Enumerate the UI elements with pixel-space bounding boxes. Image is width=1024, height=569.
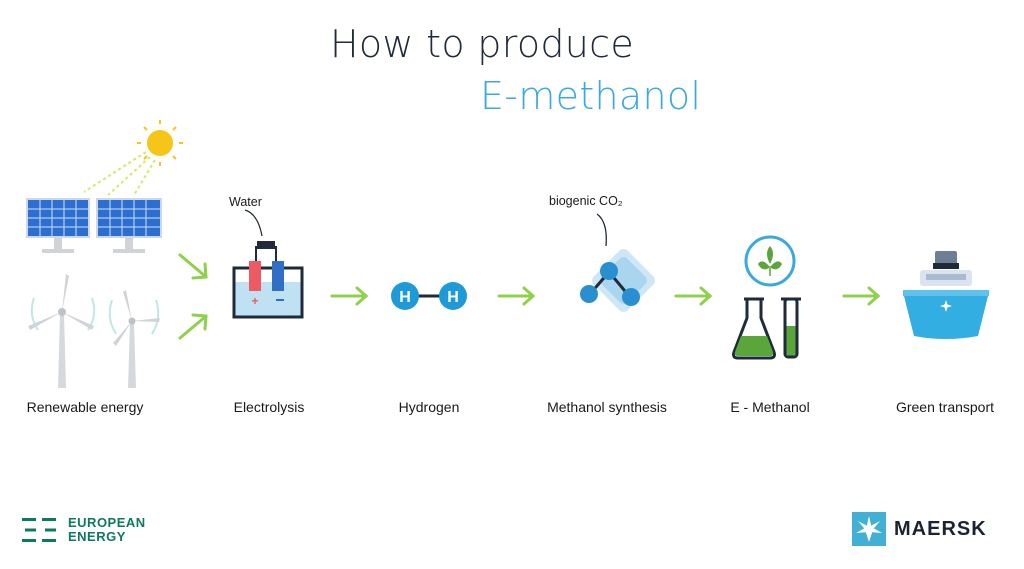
- arrow-icon: [330, 286, 369, 306]
- hydrogen-atom-label: H: [447, 289, 459, 306]
- wind-turbine-icon: [28, 274, 96, 388]
- solar-panel-icon: [96, 198, 162, 253]
- arrow-icon: [674, 286, 713, 306]
- arrow-icon: [497, 286, 536, 306]
- european-energy-logo: EUROPEAN ENERGY: [22, 516, 146, 544]
- sun-icon: [83, 120, 183, 196]
- page-subtitle: E-methanol: [480, 74, 702, 118]
- european-energy-logo-line1: EUROPEAN: [68, 515, 146, 530]
- step-label-electrolysis: Electrolysis: [233, 399, 305, 415]
- step-label-renewable-energy: Renewable energy: [26, 399, 144, 415]
- maersk-logo: MAERSK: [852, 512, 987, 546]
- wind-turbine-icon: [108, 290, 160, 388]
- svg-text:+: +: [251, 294, 258, 308]
- leaf-icon: [758, 246, 782, 270]
- hydrogen-atom-label: H: [399, 289, 411, 306]
- maersk-star-icon: [852, 512, 886, 546]
- solar-panel-icon: [26, 198, 90, 253]
- maersk-star-icon: [940, 300, 952, 312]
- ship-icon: [903, 251, 989, 339]
- step-label-methanol-synthesis: Methanol synthesis: [547, 399, 667, 415]
- arrow-icon: [842, 286, 881, 306]
- electrolysis-icon: +: [232, 209, 304, 319]
- arrow-icon: [178, 253, 208, 280]
- european-energy-logo-line2: ENERGY: [68, 529, 126, 544]
- european-energy-mark-icon: [22, 518, 56, 542]
- hydrogen-molecule-icon: H H: [391, 282, 467, 310]
- methanol-synthesis-icon: [580, 213, 656, 312]
- page-title: How to produce: [330, 22, 635, 66]
- step-label-hydrogen: Hydrogen: [398, 399, 460, 415]
- step-label-green-transport: Green transport: [895, 399, 995, 415]
- arrow-icon: [178, 313, 208, 340]
- biogenic-co2-annotation: biogenic CO₂: [549, 194, 623, 208]
- maersk-wordmark: MAERSK: [894, 517, 987, 540]
- water-annotation: Water: [229, 195, 262, 209]
- renewable-energy-icon: [26, 120, 183, 388]
- e-methanol-icon: [732, 235, 801, 360]
- step-label-e-methanol: E - Methanol: [730, 399, 810, 415]
